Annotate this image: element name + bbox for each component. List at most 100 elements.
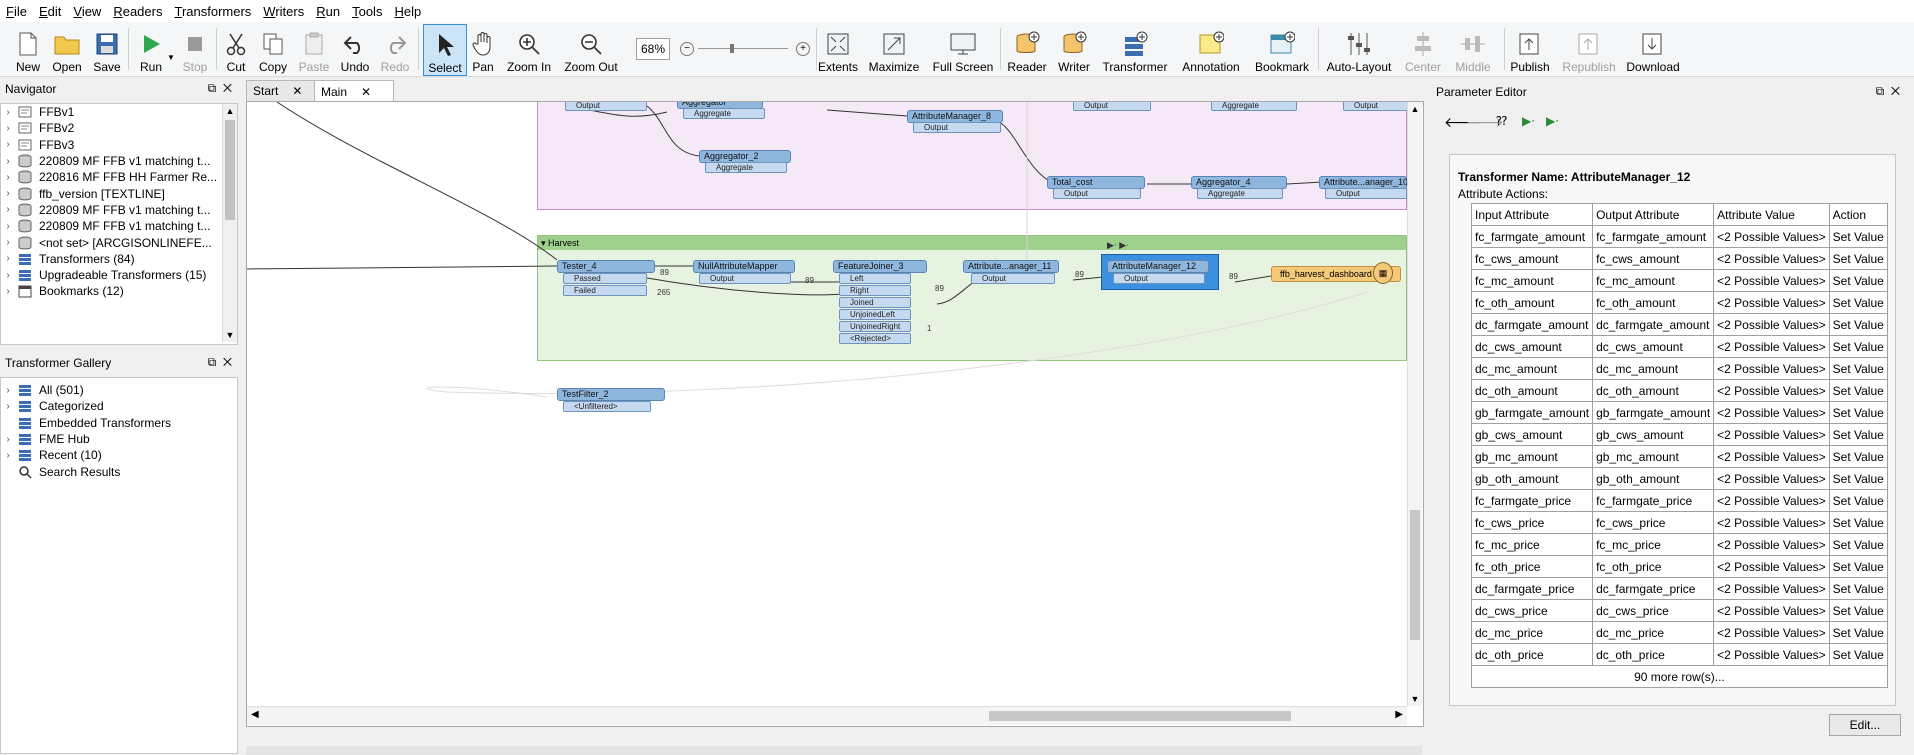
help-icon[interactable]: ⁇ bbox=[1496, 114, 1508, 128]
redo-button[interactable]: Redo bbox=[378, 24, 412, 74]
expand-arrow-icon[interactable]: › bbox=[6, 433, 10, 445]
output-port[interactable]: Output bbox=[1343, 102, 1411, 111]
feature-joiner-3-node[interactable]: FeatureJoiner_3 bbox=[833, 260, 927, 273]
float-icon[interactable]: ⧉ bbox=[207, 355, 217, 369]
close-icon[interactable]: ✕ bbox=[222, 355, 232, 369]
table-cell[interactable]: <2 Possible Values> bbox=[1713, 621, 1830, 644]
select-tool-button[interactable]: Select bbox=[423, 24, 467, 76]
center-button[interactable]: Center bbox=[1400, 24, 1446, 74]
expand-arrow-icon[interactable]: › bbox=[6, 220, 10, 232]
copy-button[interactable]: Copy bbox=[256, 24, 290, 74]
table-cell[interactable]: gb_farmgate_amount bbox=[1592, 401, 1715, 424]
stop-button[interactable]: Stop bbox=[180, 24, 210, 74]
unjoined-left-port[interactable]: UnjoinedLeft bbox=[839, 309, 911, 320]
menu-readers[interactable]: Readers bbox=[113, 3, 163, 19]
tab-start[interactable]: Start✕ bbox=[246, 80, 320, 101]
table-cell[interactable]: Set Value bbox=[1828, 621, 1888, 644]
undo-button[interactable]: Undo bbox=[338, 24, 372, 74]
navigator-item[interactable]: ›FFBv1 bbox=[1, 104, 237, 120]
table-cell[interactable]: Set Value bbox=[1828, 357, 1888, 380]
navigator-item[interactable]: ›220809 MF FFB v1 matching t... bbox=[1, 202, 237, 218]
expand-arrow-icon[interactable]: › bbox=[6, 253, 10, 265]
table-cell[interactable]: fc_oth_price bbox=[1470, 555, 1594, 578]
maximize-button[interactable]: Maximize bbox=[866, 24, 922, 74]
table-cell[interactable]: dc_oth_price bbox=[1470, 643, 1594, 666]
expand-arrow-icon[interactable]: › bbox=[6, 106, 10, 118]
close-icon[interactable]: ✕ bbox=[222, 81, 232, 95]
zoom-minus-icon[interactable]: − bbox=[680, 42, 694, 56]
menu-edit[interactable]: Edit bbox=[38, 3, 62, 19]
expand-arrow-icon[interactable]: › bbox=[6, 139, 10, 151]
back-arrow-icon[interactable]: 🡐 bbox=[1444, 114, 1482, 130]
run-to-here-icon[interactable]: ▶︎⋅ ▶︎⋅ bbox=[1107, 240, 1130, 250]
table-cell[interactable]: gb_cws_amount bbox=[1470, 423, 1594, 446]
more-rows-link[interactable]: 90 more row(s)... bbox=[1471, 665, 1888, 688]
column-header[interactable]: Attribute Value bbox=[1713, 203, 1830, 226]
table-cell[interactable]: fc_mc_amount bbox=[1470, 269, 1594, 292]
tester-4-node[interactable]: Tester_4 bbox=[557, 260, 655, 273]
navigator-item[interactable]: ›Upgradeable Transformers (15) bbox=[1, 267, 237, 283]
expand-arrow-icon[interactable]: › bbox=[6, 449, 10, 461]
add-bookmark-button[interactable]: Bookmark bbox=[1252, 24, 1312, 74]
expand-arrow-icon[interactable]: › bbox=[6, 237, 10, 249]
table-cell[interactable]: fc_mc_price bbox=[1470, 533, 1594, 556]
table-cell[interactable]: fc_oth_amount bbox=[1470, 291, 1594, 314]
table-cell[interactable]: gb_oth_amount bbox=[1592, 467, 1715, 490]
menu-tools[interactable]: Tools bbox=[352, 3, 383, 19]
rejected-port[interactable]: <Rejected> bbox=[839, 333, 911, 344]
right-port[interactable]: Right bbox=[839, 285, 911, 296]
output-port[interactable]: Output bbox=[1053, 188, 1141, 199]
pan-tool-button[interactable]: Pan bbox=[468, 24, 498, 74]
auto-layout-button[interactable]: Auto-Layout bbox=[1324, 24, 1394, 74]
table-cell[interactable]: gb_cws_amount bbox=[1592, 423, 1715, 446]
table-cell[interactable]: Set Value bbox=[1828, 555, 1888, 578]
table-cell[interactable]: Set Value bbox=[1828, 379, 1888, 402]
table-cell[interactable]: fc_mc_amount bbox=[1592, 269, 1715, 292]
expand-arrow-icon[interactable]: › bbox=[6, 269, 10, 281]
menu-view[interactable]: View bbox=[73, 3, 102, 19]
column-header[interactable]: Action bbox=[1828, 203, 1888, 226]
run-to-this-icon[interactable]: ▶︎⋅ bbox=[1522, 114, 1536, 128]
output-port[interactable]: Output bbox=[699, 273, 791, 284]
table-cell[interactable]: dc_farmgate_amount bbox=[1592, 313, 1715, 336]
table-cell[interactable]: <2 Possible Values> bbox=[1713, 225, 1830, 248]
menu-help[interactable]: Help bbox=[394, 3, 422, 19]
full-screen-button[interactable]: Full Screen bbox=[932, 24, 994, 74]
aggregate-port[interactable]: Aggregate bbox=[1197, 188, 1283, 199]
table-cell[interactable]: dc_mc_price bbox=[1470, 621, 1594, 644]
table-cell[interactable]: <2 Possible Values> bbox=[1713, 401, 1830, 424]
gallery-item[interactable]: ›All (501) bbox=[1, 382, 237, 398]
table-cell[interactable]: fc_farmgate_amount bbox=[1592, 225, 1715, 248]
output-port[interactable]: Output bbox=[1325, 188, 1407, 199]
table-cell[interactable]: gb_farmgate_amount bbox=[1470, 401, 1594, 424]
table-cell[interactable]: Set Value bbox=[1828, 533, 1888, 556]
table-cell[interactable]: Set Value bbox=[1828, 599, 1888, 622]
null-attribute-mapper-node[interactable]: NullAttributeMapper bbox=[693, 260, 795, 273]
navigator-scroll-thumb[interactable] bbox=[225, 120, 235, 220]
table-cell[interactable]: <2 Possible Values> bbox=[1713, 599, 1830, 622]
unjoined-right-port[interactable]: UnjoinedRight bbox=[839, 321, 911, 332]
expand-arrow-icon[interactable]: › bbox=[6, 204, 10, 216]
add-transformer-button[interactable]: Transformer bbox=[1100, 24, 1170, 74]
navigator-scrollbar[interactable]: ▲ ▼ bbox=[222, 104, 237, 342]
publish-button[interactable]: Publish bbox=[1508, 24, 1552, 74]
table-cell[interactable]: <2 Possible Values> bbox=[1713, 489, 1830, 512]
zoom-out-button[interactable]: Zoom Out bbox=[560, 24, 622, 74]
gallery-item[interactable]: ›FME Hub bbox=[1, 431, 237, 447]
gallery-item[interactable]: Search Results bbox=[1, 463, 237, 479]
navigator-item[interactable]: ›220809 MF FFB v1 matching t... bbox=[1, 153, 237, 169]
table-cell[interactable]: fc_cws_price bbox=[1592, 511, 1715, 534]
failed-port[interactable]: Failed bbox=[563, 285, 647, 296]
table-cell[interactable]: <2 Possible Values> bbox=[1713, 467, 1830, 490]
workspace-canvas[interactable]: ▾ Harvest Output Aggregator Aggregate At… bbox=[246, 101, 1424, 727]
zoom-plus-icon[interactable]: + bbox=[796, 42, 810, 56]
table-cell[interactable]: <2 Possible Values> bbox=[1713, 445, 1830, 468]
table-cell[interactable]: dc_oth_price bbox=[1592, 643, 1715, 666]
navigator-item[interactable]: ›FFBv2 bbox=[1, 120, 237, 136]
